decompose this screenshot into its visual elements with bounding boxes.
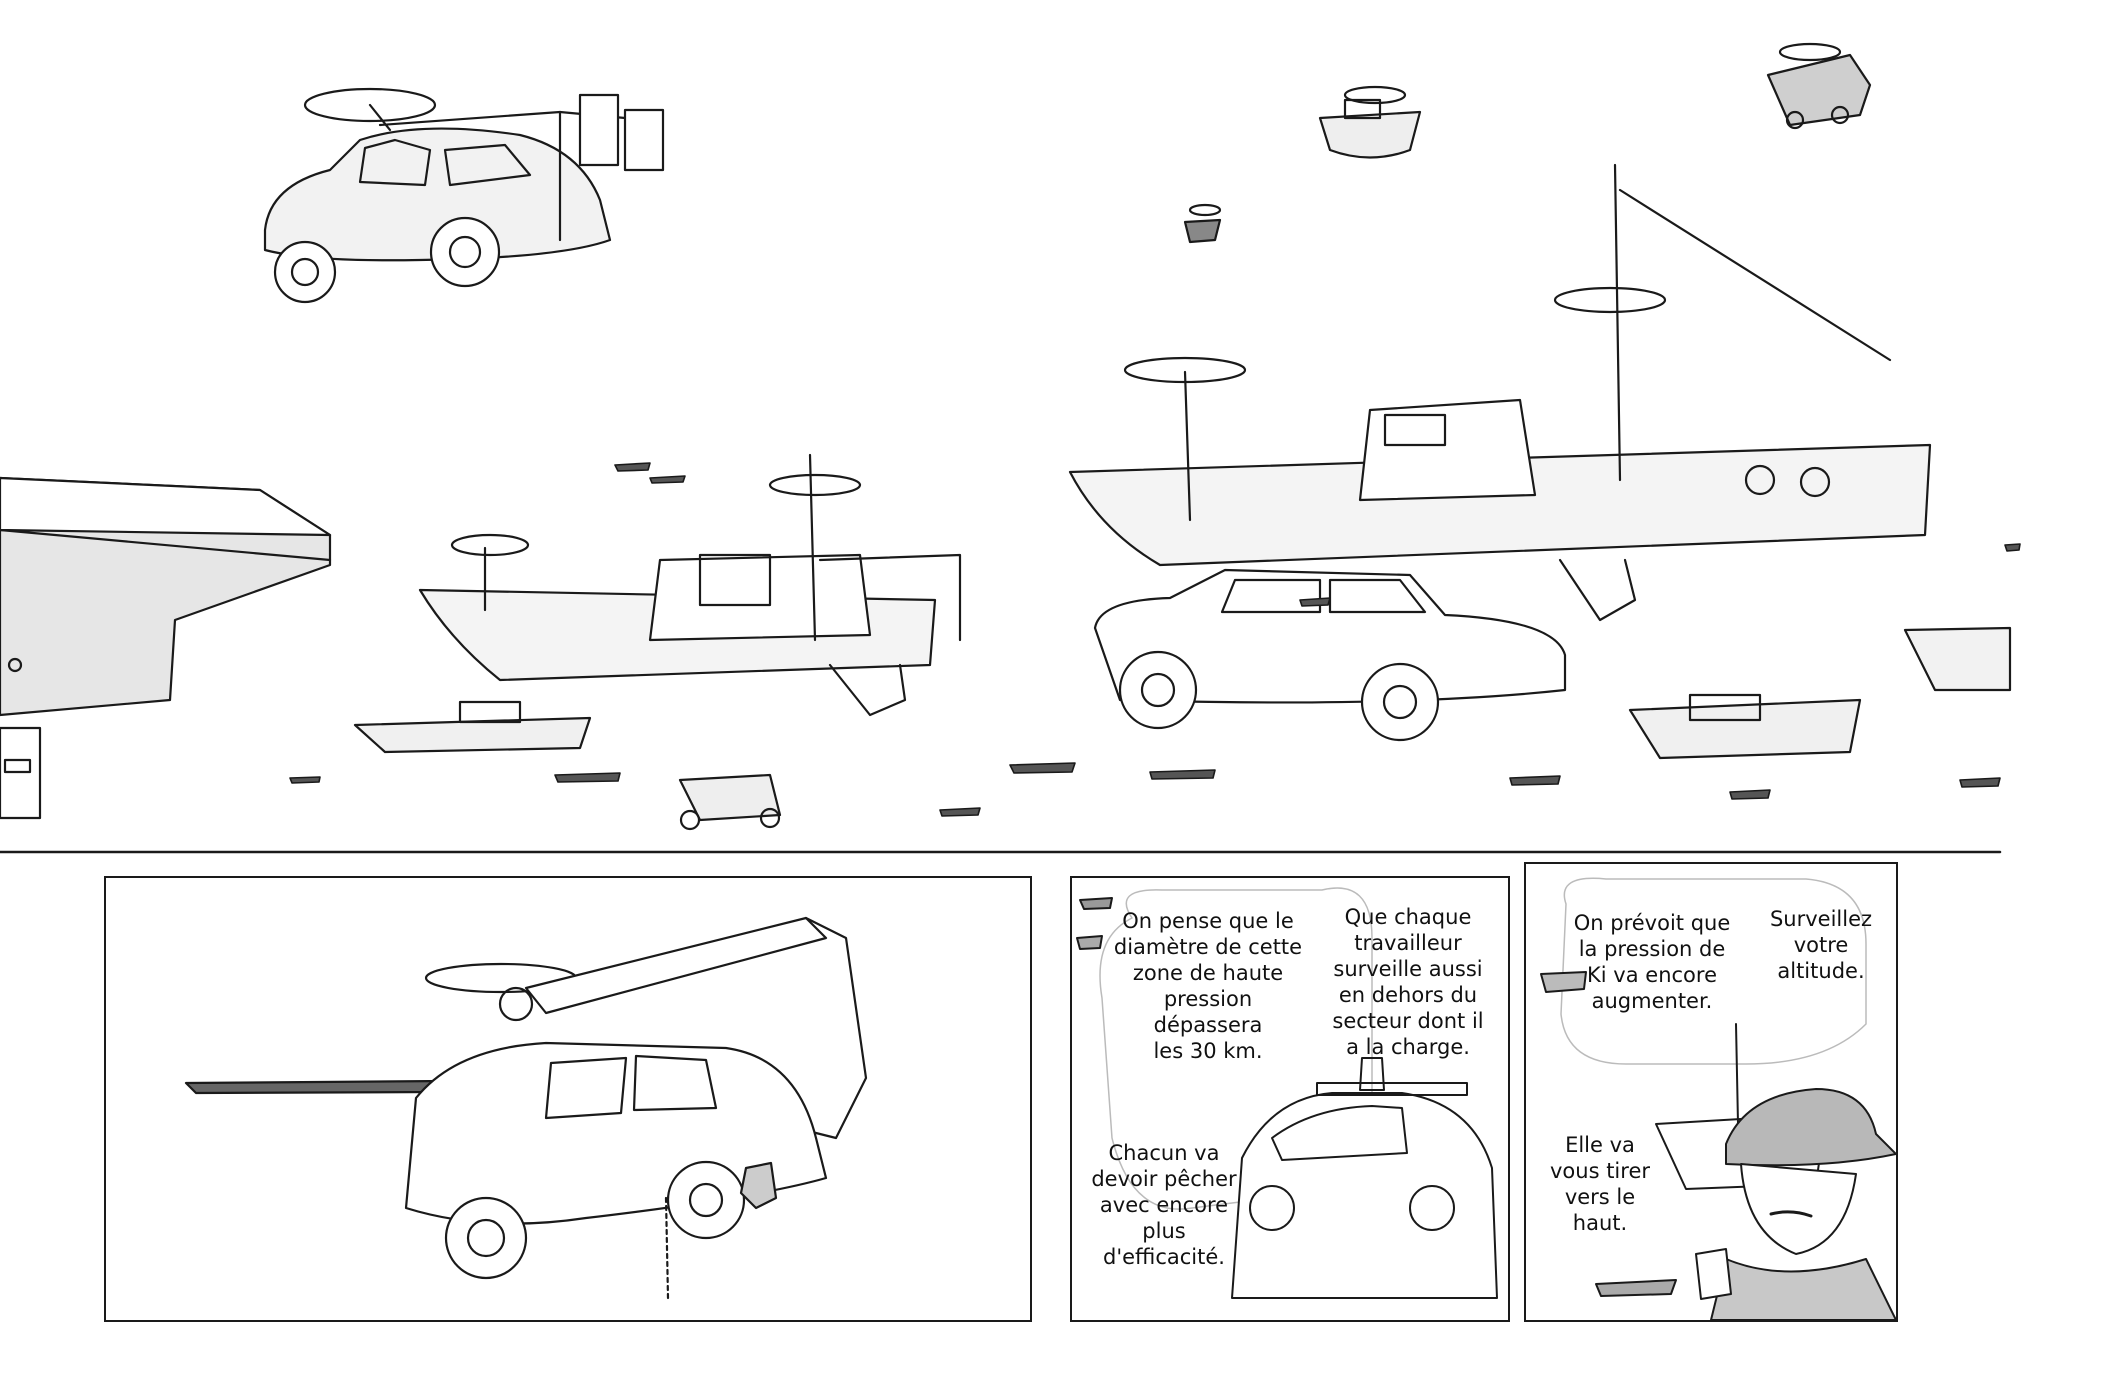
speech-bubble-pull-upward: Elle va vous tirer vers le haut. <box>1550 1133 1650 1235</box>
flying-truck-small <box>678 773 782 831</box>
dispatch-car-illustration <box>1076 887 1498 1299</box>
man-mustache <box>1769 1210 1813 1218</box>
speech-bubble-pressure-forecast: On prévoit que la pression de Ki va enco… <box>1573 911 1731 1013</box>
small-boat-lower-right <box>1628 693 1862 760</box>
distant-warship <box>184 1079 448 1095</box>
car-wheel-rear <box>666 1160 746 1240</box>
flying-sedan-right <box>1093 568 1567 742</box>
tiny-boat-top-left <box>1079 897 1113 910</box>
crane-arm <box>524 916 828 1015</box>
man-suit <box>1710 1258 1896 1320</box>
roof-rack <box>1316 1082 1468 1096</box>
car-window-rear <box>632 1054 718 1112</box>
speech-bubble-each-worker: Que chaque travailleur surveille aussi e… <box>1332 905 1484 1059</box>
man-face <box>1740 1163 1857 1255</box>
fishing-boat-large-right <box>1068 163 1932 622</box>
hanging-chain <box>664 1196 670 1300</box>
tiny-flying-car <box>1540 971 1587 993</box>
distant-vessels <box>289 462 2021 817</box>
tiny-car-left <box>1076 935 1103 950</box>
crane-hook <box>794 916 868 1140</box>
boat-edge-far-right <box>1903 626 2012 692</box>
small-boat-bottom-left <box>1595 1279 1677 1297</box>
dispatch-car-windshield <box>1271 1105 1408 1161</box>
car-wheel-front <box>444 1196 528 1280</box>
speech-cloud-outline-right <box>1560 877 1867 1065</box>
panel-dispatch-car: On pense que le diamètre de cette zone d… <box>1070 876 1510 1322</box>
aircraft-carrier-left <box>0 476 332 820</box>
flying-car-crane-illustration <box>184 916 868 1300</box>
flying-box-small <box>1183 203 1222 244</box>
flying-car-small-top-right <box>1766 42 1872 130</box>
speech-bubble-zone-diameter: On pense que le diamètre de cette zone d… <box>1113 909 1303 1063</box>
speech-bubble-watch-altitude: Surveillez votre altitude. <box>1769 907 1873 983</box>
panel-man-in-hat: On prévoit que la pression de Ki va enco… <box>1524 862 1898 1322</box>
radio-handset <box>1695 1248 1732 1300</box>
small-boat-lower-left <box>353 700 592 754</box>
panel-flying-car <box>104 876 1032 1322</box>
speech-bubble-fish-efficiently: Chacun va devoir pêcher avec encore plus… <box>1091 1141 1237 1269</box>
man-in-hat-illustration <box>1540 877 1896 1320</box>
fishing-boat-center <box>418 453 962 717</box>
dispatch-car-body <box>1231 1092 1498 1299</box>
fedora-hat <box>1725 1088 1896 1167</box>
dispatch-car-headlight-left <box>1249 1185 1295 1231</box>
roof-lamp <box>1359 1057 1385 1091</box>
car-window-front <box>544 1056 628 1120</box>
hanging-bag <box>739 1161 778 1210</box>
rotor-lamp <box>498 986 534 1022</box>
flying-car-top-left <box>263 87 665 304</box>
flying-boat-small-top <box>1318 85 1422 159</box>
dispatch-car-headlight-right <box>1409 1185 1455 1231</box>
